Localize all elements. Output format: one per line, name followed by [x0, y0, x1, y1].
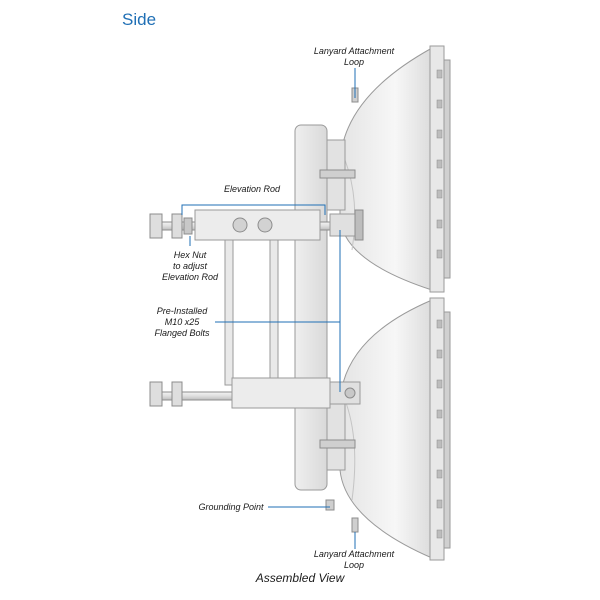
callout-lines: [181, 68, 356, 549]
lower-dish: [339, 297, 451, 561]
elevation-rod-assembly: [149, 209, 364, 241]
section-title: Side: [122, 10, 157, 29]
lanyard-attachment-top-label: Lanyard Attachment Loop: [313, 46, 395, 67]
grounding-point-lug: [325, 499, 335, 511]
hex-nut-label: Hex Nut to adjust Elevation Rod: [161, 250, 219, 282]
grounding-point-label: Grounding Point: [198, 502, 264, 512]
lower-bracket: [149, 377, 361, 409]
lanyard-attachment-bottom-label: Lanyard Attachment Loop: [313, 549, 395, 570]
lanyard-loop-bottom: [351, 517, 359, 533]
elevation-rod-label: Elevation Rod: [223, 184, 281, 194]
support-struts: [224, 239, 279, 386]
assembled-view-caption: Assembled View: [255, 571, 345, 585]
upper-dish: [339, 45, 451, 293]
flanged-bolts-label: Pre-Installed M10 x25 Flanged Bolts: [154, 306, 210, 338]
